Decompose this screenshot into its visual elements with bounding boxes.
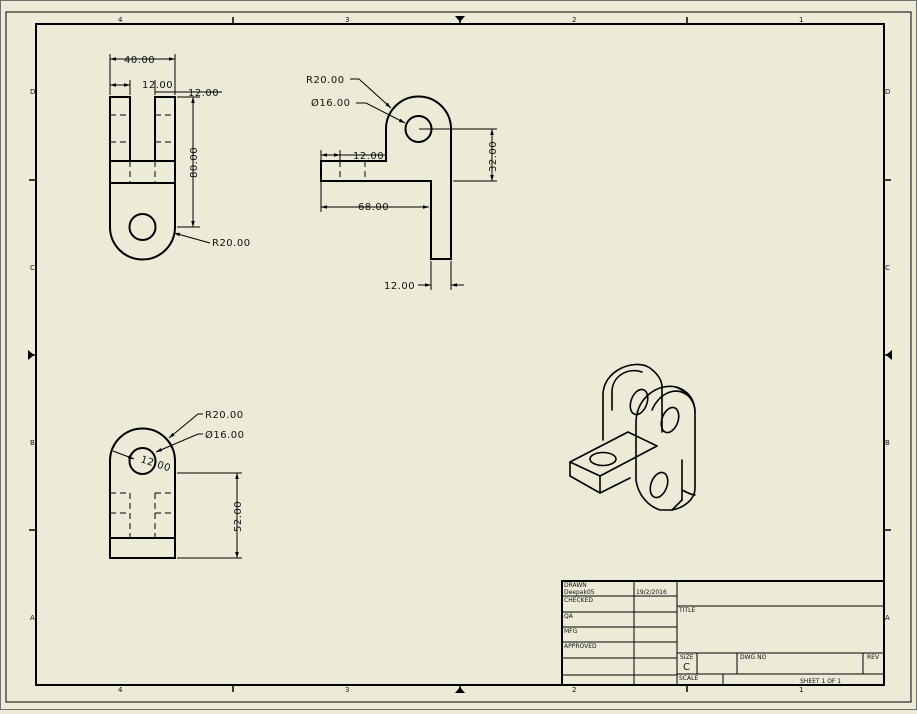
tb-title-label: TITLE (678, 607, 695, 614)
dim-top-radius: R20.00 (306, 75, 345, 86)
zone-left-b: B (30, 439, 35, 447)
zone-left-a: A (30, 614, 35, 622)
dim-side-height: 52.00 (233, 501, 244, 532)
zone-bottom-4: 4 (118, 686, 123, 694)
inner-border (35, 23, 885, 686)
zone-right-d: D (885, 88, 890, 96)
outer-border (5, 11, 912, 703)
tb-qa-label: QA (564, 613, 574, 620)
dim-front-slot: 12.00 (142, 80, 173, 91)
tb-drawn-label: DRAWN (564, 582, 587, 589)
dim-front-rib: 12.00 (188, 88, 219, 99)
isometric-view (569, 363, 696, 511)
dim-top-length: 68.00 (358, 202, 389, 213)
side-view (109, 427, 176, 559)
zone-top-3: 3 (345, 16, 349, 24)
zone-right-b: B (885, 439, 890, 447)
zone-bottom-2: 2 (572, 686, 576, 694)
dim-side-radius: R20.00 (205, 410, 244, 421)
front-view (109, 96, 176, 261)
zone-left-d: D (30, 88, 35, 96)
side-view-dimensions (112, 413, 242, 559)
dim-front-height: 80.00 (189, 147, 200, 178)
tb-mfg-label: MFG (564, 628, 578, 635)
dim-top-thickness: 12.00 (384, 281, 415, 292)
zone-bottom-1: 1 (799, 686, 803, 694)
tb-rev-label: REV (867, 654, 880, 661)
dim-top-hole: Ø16.00 (311, 97, 351, 109)
zone-right-a: A (885, 614, 890, 622)
dim-front-radius: R20.00 (212, 238, 251, 249)
tb-dwg-label: DWG NO (740, 654, 767, 661)
front-view-dimensions (109, 54, 222, 244)
zone-top-1: 1 (799, 16, 803, 24)
zone-top-2: 2 (572, 16, 576, 24)
title-block (561, 580, 885, 686)
tb-size-label: SIZE (680, 654, 694, 661)
tb-scale-label: SCALE (679, 675, 698, 682)
top-view-dimensions (320, 78, 497, 290)
zone-ticks (29, 17, 891, 692)
tb-drawn-by: Deepak05 (564, 589, 595, 596)
zone-right-c: C (885, 264, 890, 272)
zone-top-4: 4 (118, 16, 123, 24)
top-view (320, 95, 452, 260)
zone-bottom-3: 3 (345, 686, 349, 694)
dim-top-height: 32.00 (488, 141, 499, 172)
tb-sheet-label: SHEET 1 OF 1 (800, 678, 841, 685)
tb-size-value: C (683, 662, 690, 673)
dim-side-hole: Ø16.00 (205, 429, 245, 441)
centering-marks (28, 16, 892, 693)
dim-top-flange: 12.00 (353, 151, 384, 162)
tb-approved-label: APPROVED (564, 643, 597, 650)
tb-date: 19/2/2016 (636, 589, 667, 596)
dim-front-width: 40.00 (124, 55, 155, 66)
zone-left-c: C (30, 264, 35, 272)
tb-checked-label: CHECKED (564, 597, 593, 604)
